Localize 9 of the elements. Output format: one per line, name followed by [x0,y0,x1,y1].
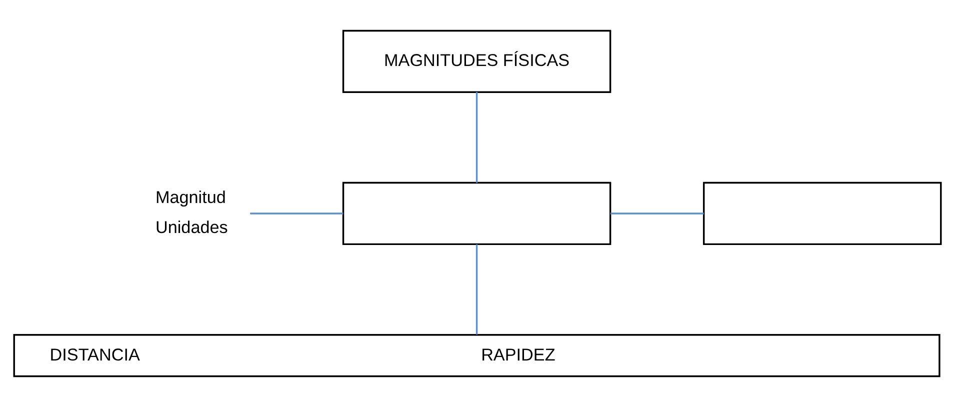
node-box: DISTANCIA RAPIDEZ [13,334,940,377]
connector [476,92,478,182]
connector [476,244,478,334]
node-text: Magnitud Unidades [155,186,228,236]
node-box: MAGNITUDES FÍSICAS [342,29,612,92]
connector [610,212,704,214]
node-box [342,181,612,245]
connector [250,212,344,214]
node-box [702,181,942,245]
